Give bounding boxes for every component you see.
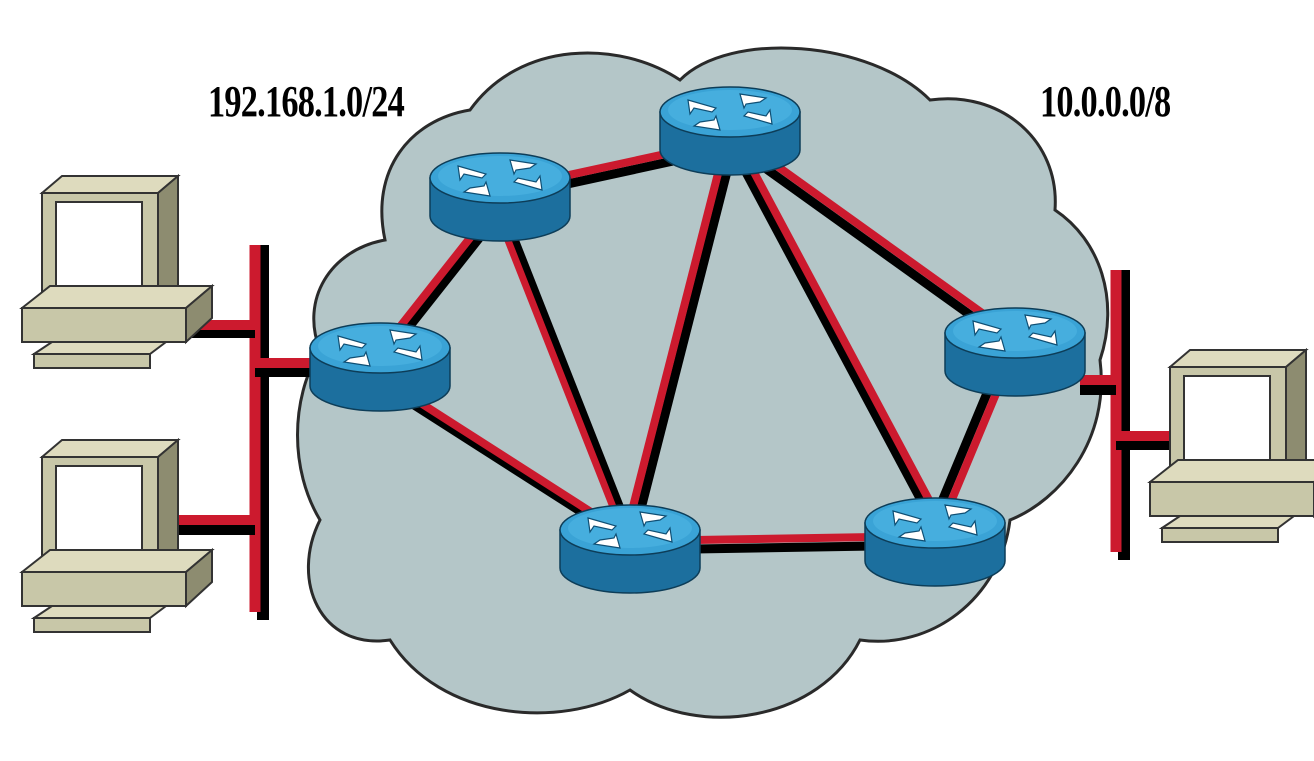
lan-segment-right <box>1080 270 1175 560</box>
router-icon <box>309 322 451 412</box>
router-icon <box>864 497 1006 587</box>
link-top-bottomright <box>729 144 948 533</box>
link-top-right <box>730 134 1020 349</box>
computer-icon <box>21 175 213 369</box>
router-icon <box>559 504 701 594</box>
router-icon <box>944 307 1086 397</box>
router-icon <box>659 86 801 176</box>
link-topleft-bottom <box>492 208 637 542</box>
link-top-bottom <box>621 145 738 542</box>
router-icon <box>429 152 571 242</box>
network-label-left: 192.168.1.0/24 <box>208 77 405 126</box>
computer-icon <box>21 439 213 633</box>
computer-icon <box>1149 349 1314 543</box>
network-label-right: 10.0.0.0/8 <box>1040 77 1171 126</box>
